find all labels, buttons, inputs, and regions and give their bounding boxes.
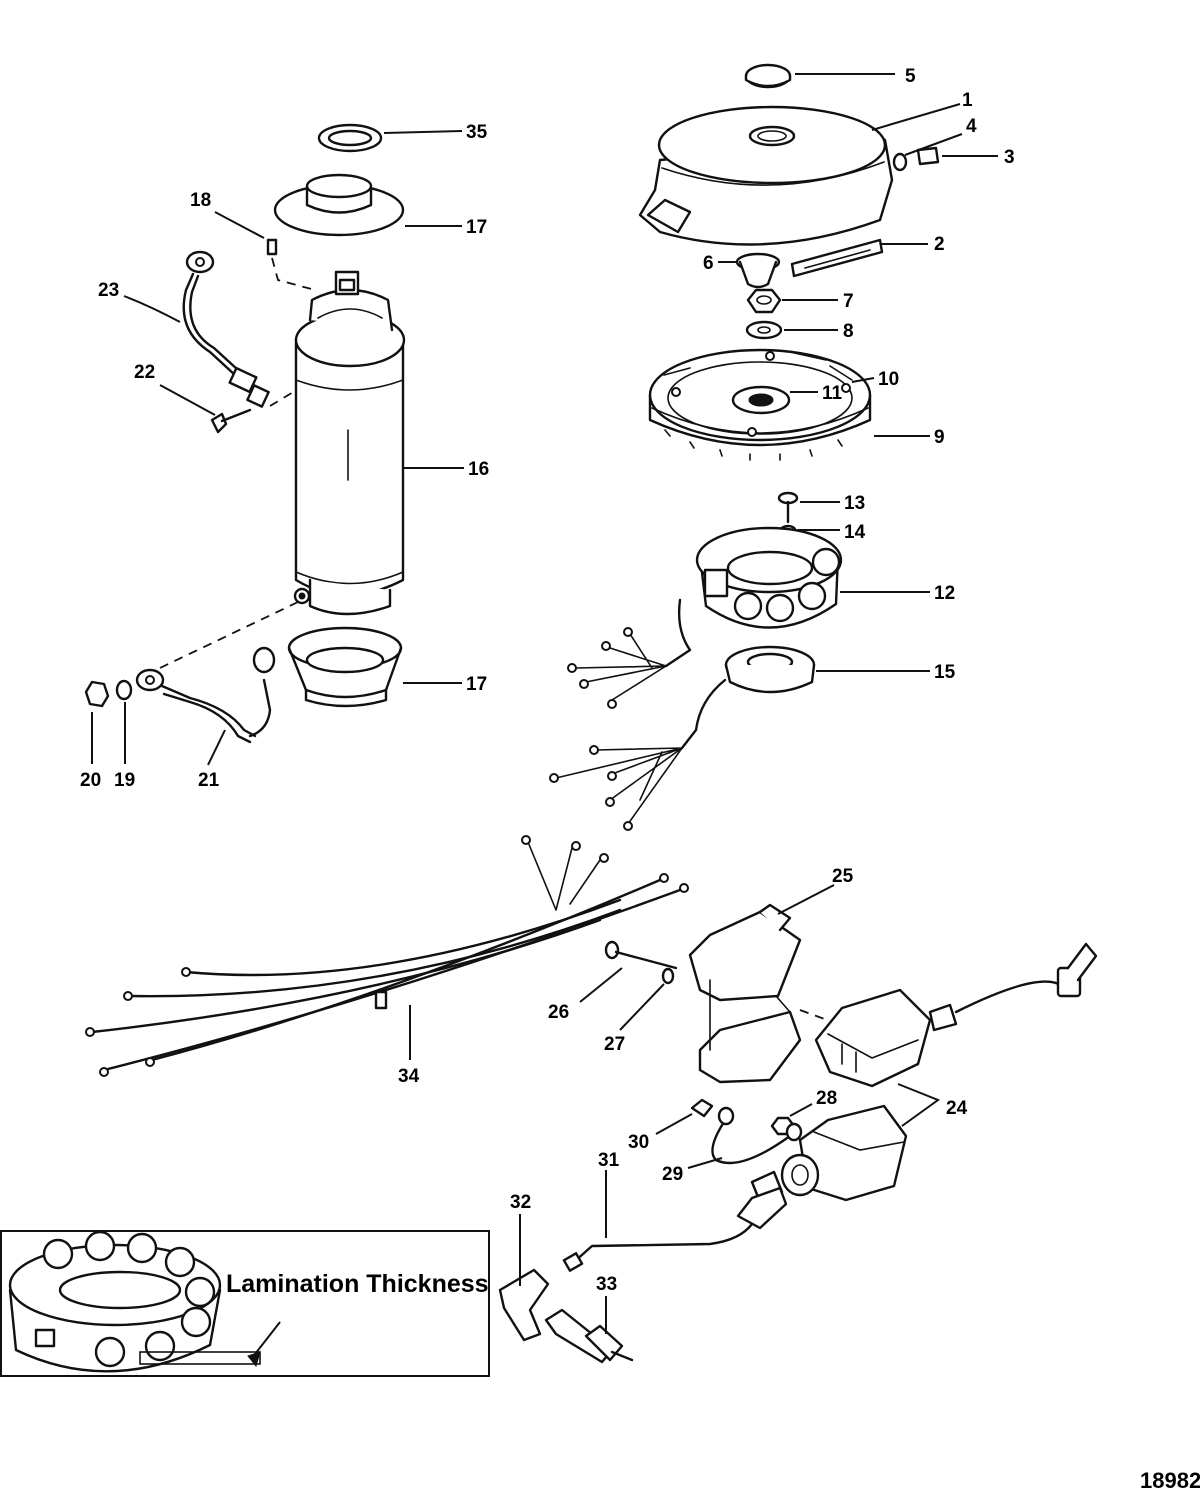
lower-bracket-17 — [287, 626, 462, 708]
callout-5: 5 — [905, 66, 916, 87]
seal-ring-35 — [317, 123, 463, 153]
callout-32: 32 — [510, 1192, 531, 1213]
callout-25: 25 — [832, 866, 854, 887]
timing-plate-2 — [790, 238, 928, 278]
flywheel-cover-1 — [638, 103, 961, 246]
callout-6: 6 — [703, 253, 714, 274]
callout-4: 4 — [966, 116, 977, 137]
callout-12: 12 — [934, 583, 955, 604]
positive-cable-23 — [123, 250, 270, 408]
callout-1: 1 — [962, 90, 973, 111]
flywheel-9 — [648, 348, 930, 461]
washer-27 — [619, 967, 675, 1031]
callout-13: 13 — [844, 493, 865, 514]
callout-34: 34 — [398, 1066, 420, 1087]
bolt-30 — [655, 1098, 714, 1135]
callout-2: 2 — [934, 234, 945, 255]
ground-lead-29 — [687, 1106, 803, 1169]
nut-7 — [746, 288, 838, 314]
magnet-10 — [851, 377, 875, 383]
bolt-26 — [579, 940, 678, 1003]
cap-5 — [744, 63, 895, 89]
starter-motor-16 — [293, 270, 464, 616]
callout-28: 28 — [816, 1088, 837, 1109]
nut-20 — [84, 680, 110, 764]
callout-29: 29 — [662, 1164, 683, 1185]
callout-15: 15 — [934, 662, 956, 683]
stator-12 — [567, 526, 930, 709]
callout-16: 16 — [468, 459, 489, 480]
callout-14: 14 — [844, 522, 866, 543]
callout-17-upper: 17 — [466, 217, 487, 238]
callout-27: 27 — [604, 1034, 625, 1055]
callout-21: 21 — [198, 770, 220, 791]
ground-cable-21 — [135, 601, 299, 766]
bushing-6 — [718, 252, 781, 289]
spark-plug-33 — [544, 1296, 634, 1364]
wire-harness-34 — [85, 835, 689, 1077]
callout-26: 26 — [548, 1002, 569, 1023]
screw-3 — [916, 146, 998, 166]
washer-19 — [115, 679, 133, 764]
callout-33: 33 — [596, 1274, 617, 1295]
callout-3: 3 — [1004, 147, 1015, 168]
callout-31: 31 — [598, 1150, 620, 1171]
washer-8 — [745, 320, 838, 340]
callout-23: 23 — [98, 280, 119, 301]
callout-10: 10 — [878, 369, 899, 390]
coil-24 — [750, 942, 1098, 1204]
trigger-15 — [549, 645, 930, 831]
bracket-25 — [688, 884, 839, 1084]
spark-plug-boot-32 — [498, 1214, 550, 1342]
callout-20: 20 — [80, 770, 101, 791]
screw-18 — [214, 211, 316, 291]
upper-bracket-17 — [273, 173, 462, 237]
screw-13 — [777, 491, 840, 524]
callout-22: 22 — [134, 362, 155, 383]
callout-17-lower: 17 — [466, 674, 487, 695]
bolt-22 — [159, 384, 301, 434]
callout-19: 19 — [114, 770, 135, 791]
callout-7: 7 — [843, 291, 854, 312]
washer-4 — [892, 133, 963, 172]
callout-8: 8 — [843, 321, 854, 342]
figure-number: 18982 — [1140, 1468, 1200, 1493]
inset-label: Lamination Thickness — [226, 1270, 489, 1298]
callout-24: 24 — [946, 1098, 968, 1119]
callout-9: 9 — [934, 427, 945, 448]
callout-18: 18 — [190, 190, 211, 211]
callout-11: 11 — [822, 383, 843, 404]
callout-35: 35 — [466, 122, 488, 143]
inset-lamination-thickness: Lamination Thickness — [0, 1230, 490, 1377]
callout-30: 30 — [628, 1132, 649, 1153]
callout-numbers: 5 1 4 3 2 6 7 8 10 11 9 13 14 12 15 35 1… — [80, 66, 1015, 1295]
spark-plug-lead-31 — [562, 1170, 788, 1272]
